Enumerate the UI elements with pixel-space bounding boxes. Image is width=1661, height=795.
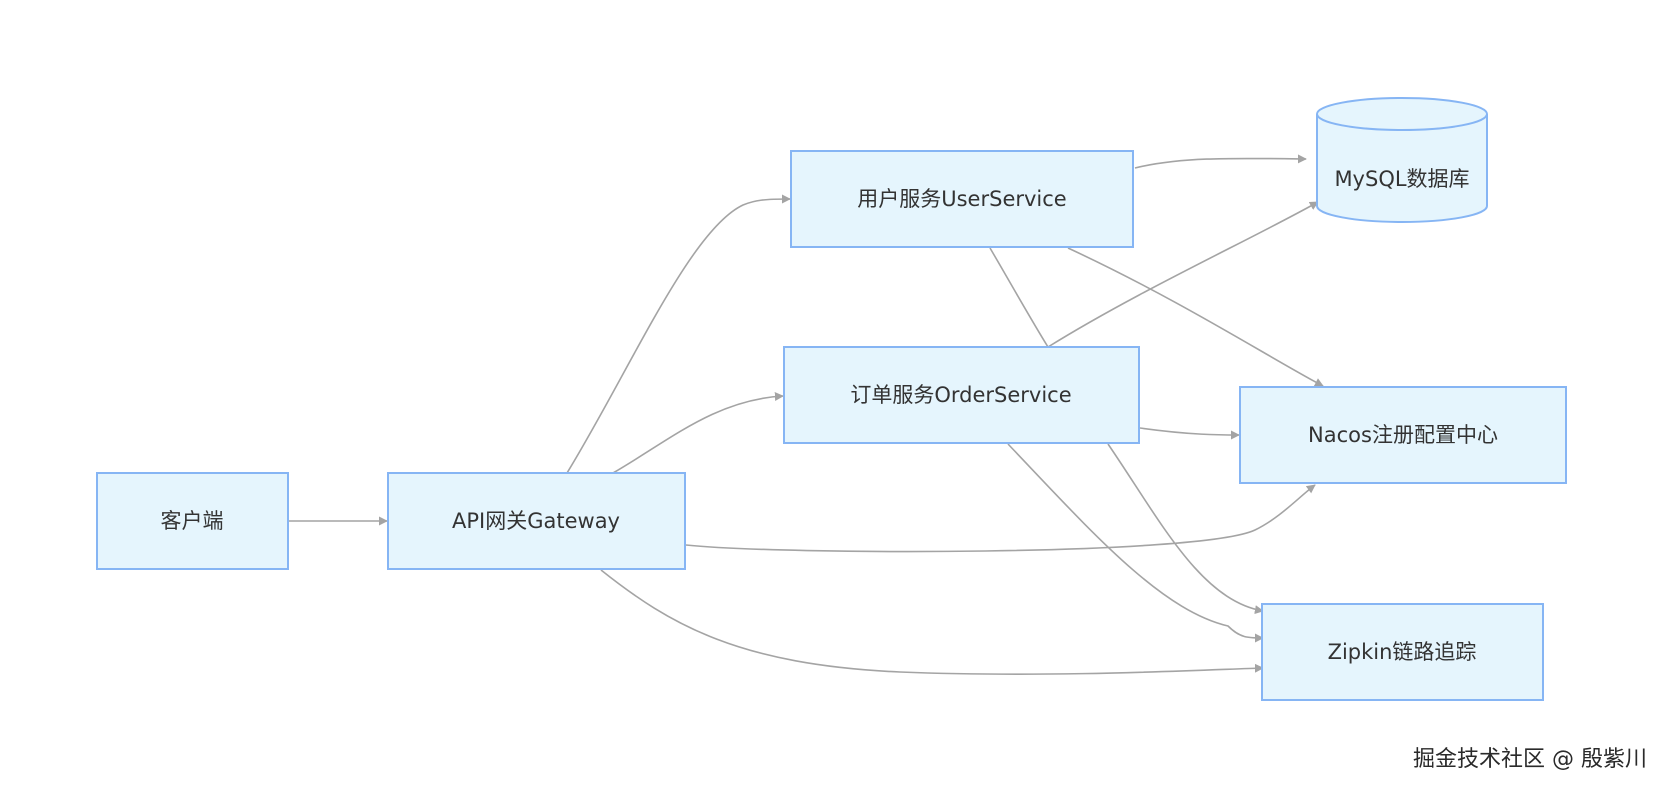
edges xyxy=(289,154,1324,675)
edge-user-service-to-nacos xyxy=(1067,247,1324,387)
edge-user-service-to-mysql xyxy=(1134,154,1307,169)
node-order-service[interactable]: 订单服务OrderService xyxy=(783,346,1140,444)
edge-user-service-to-zipkin xyxy=(989,247,1049,348)
edge-gateway-to-nacos xyxy=(685,484,1316,553)
node-user-service[interactable]: 用户服务UserService xyxy=(790,150,1134,248)
node-nacos[interactable]: Nacos注册配置中心 xyxy=(1239,386,1567,484)
node-gateway-label: API网关Gateway xyxy=(452,509,620,533)
node-nacos-label: Nacos注册配置中心 xyxy=(1308,423,1498,447)
node-mysql-label: MySQL数据库 xyxy=(1334,167,1469,191)
edge-order-service-to-zipkin xyxy=(1007,443,1264,643)
edge-gateway-to-order-service xyxy=(612,391,784,474)
watermark: 掘金技术社区 @ 殷紫川 xyxy=(1413,747,1647,772)
node-user-service-label: 用户服务UserService xyxy=(857,187,1066,211)
edge-gateway-to-user-service xyxy=(566,194,791,474)
edge-order-service-to-zipkin-2 xyxy=(1107,443,1264,615)
edge-gateway-to-zipkin xyxy=(600,569,1264,675)
node-order-service-label: 订单服务OrderService xyxy=(850,383,1071,407)
edge-order-service-to-mysql xyxy=(1047,201,1319,348)
node-client-label: 客户端 xyxy=(161,509,224,533)
node-gateway[interactable]: API网关Gateway xyxy=(387,472,686,570)
node-mysql-database[interactable]: MySQL数据库 xyxy=(1316,97,1488,223)
node-client[interactable]: 客户端 xyxy=(96,472,289,570)
edge-order-service-to-nacos xyxy=(1139,427,1240,440)
node-zipkin[interactable]: Zipkin链路追踪 xyxy=(1261,603,1544,701)
node-zipkin-label: Zipkin链路追踪 xyxy=(1328,640,1477,664)
